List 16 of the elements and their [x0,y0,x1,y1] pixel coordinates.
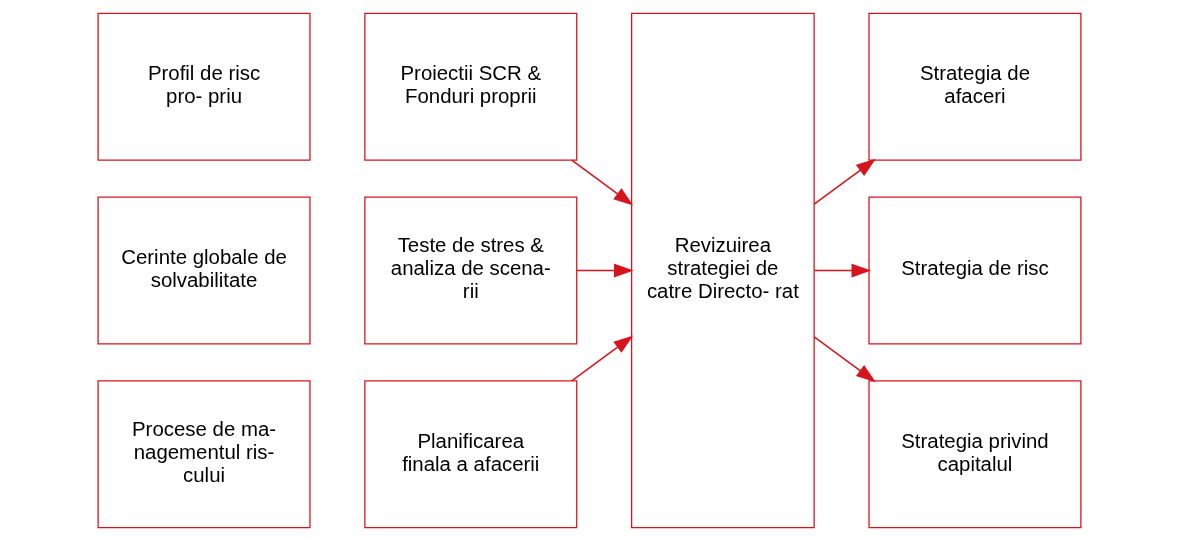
arrow [813,336,876,383]
arrow [813,263,872,278]
node-box: Strategia de afaceri [868,12,1082,161]
arrow [576,263,634,278]
node-box: Strategia privind capitalul [868,380,1082,529]
node-box: Planificarea finala a afacerii [364,380,578,529]
node-box: Teste de stres & analiza de scena- rii [364,196,578,345]
node-box: Proiectii SCR & Fonduri proprii [364,12,578,161]
arrow [813,158,876,205]
node-box: Cerinte globale de solvabilitate [97,196,311,345]
arrow [571,335,634,382]
node-box: Strategia de risc [868,196,1082,345]
node-box: Revizuirea strategiei de catre Directo- rat [631,12,815,529]
arrow [571,159,634,206]
node-box: Procese de ma- nagementul ris- cului [97,380,311,529]
node-box: Profil de risc pro- priu [97,12,311,161]
